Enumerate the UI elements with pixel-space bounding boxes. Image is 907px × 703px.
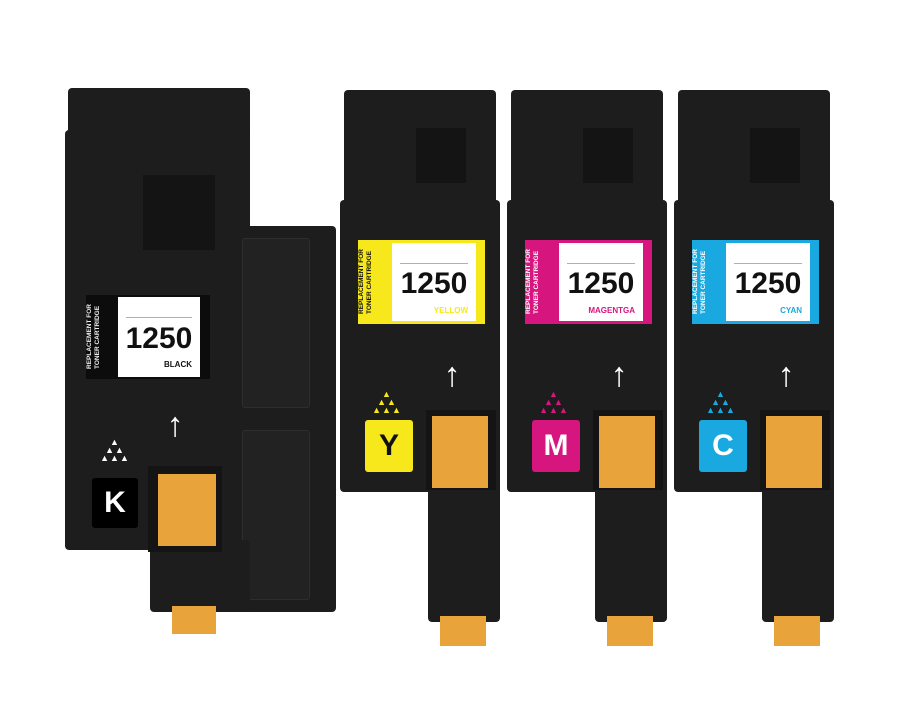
- arrow-up-icon: ↑: [443, 356, 461, 394]
- color-name: BLACK: [164, 360, 192, 369]
- nozzle: [774, 616, 820, 646]
- toner-dots-icon: ▲▲▲▲▲▲: [100, 437, 130, 463]
- replacement-text-1: REPLACEMENT FOR: [525, 249, 532, 315]
- color-letter-box: K: [92, 478, 138, 528]
- label-magenta: REPLACEMENT FOR TONER CARTRIDGE 1250 MAG…: [525, 240, 652, 324]
- toner-dots-icon: ▲▲▲▲▲▲: [539, 389, 569, 415]
- label-black: REPLACEMENT FOR TONER CARTRIDGE 1250 BLA…: [86, 295, 210, 379]
- color-letter-box: C: [699, 420, 747, 472]
- model-number: 1250: [734, 267, 802, 300]
- replacement-text-2: TONER CARTRIDGE: [366, 250, 373, 314]
- toner-dots-icon: ▲▲▲▲▲▲: [706, 389, 736, 415]
- toner-dots-icon: ▲▲▲▲▲▲: [372, 389, 402, 415]
- replacement-text-1: REPLACEMENT FOR: [692, 249, 699, 315]
- label-yellow: REPLACEMENT FOR TONER CARTRIDGE 1250 YEL…: [358, 240, 485, 324]
- replacement-text-1: REPLACEMENT FOR: [358, 249, 365, 315]
- replacement-text-2: TONER CARTRIDGE: [533, 250, 540, 314]
- model-number: 1250: [125, 322, 193, 355]
- nozzle: [440, 616, 486, 646]
- replacement-text-1: REPLACEMENT FOR: [86, 304, 93, 370]
- drive-tab: [432, 416, 488, 488]
- nozzle: [607, 616, 653, 646]
- color-name: CYAN: [780, 306, 802, 315]
- nozzle: [172, 606, 216, 634]
- model-number: 1250: [400, 267, 468, 300]
- color-letter-box: Y: [365, 420, 413, 472]
- model-number: 1250: [567, 267, 635, 300]
- color-letter-box: M: [532, 420, 580, 472]
- drive-tab: [766, 416, 822, 488]
- drive-tab: [158, 474, 216, 546]
- replacement-text-2: TONER CARTRIDGE: [94, 305, 101, 369]
- arrow-up-icon: ↑: [777, 356, 795, 394]
- replacement-text-2: TONER CARTRIDGE: [700, 250, 707, 314]
- arrow-up-icon: ↑: [610, 356, 628, 394]
- arrow-up-icon: ↑: [166, 406, 184, 444]
- color-name: MAGENTGA: [588, 306, 635, 315]
- color-name: YELLOW: [433, 306, 468, 315]
- drive-tab: [599, 416, 655, 488]
- label-cyan: REPLACEMENT FOR TONER CARTRIDGE 1250 CYA…: [692, 240, 819, 324]
